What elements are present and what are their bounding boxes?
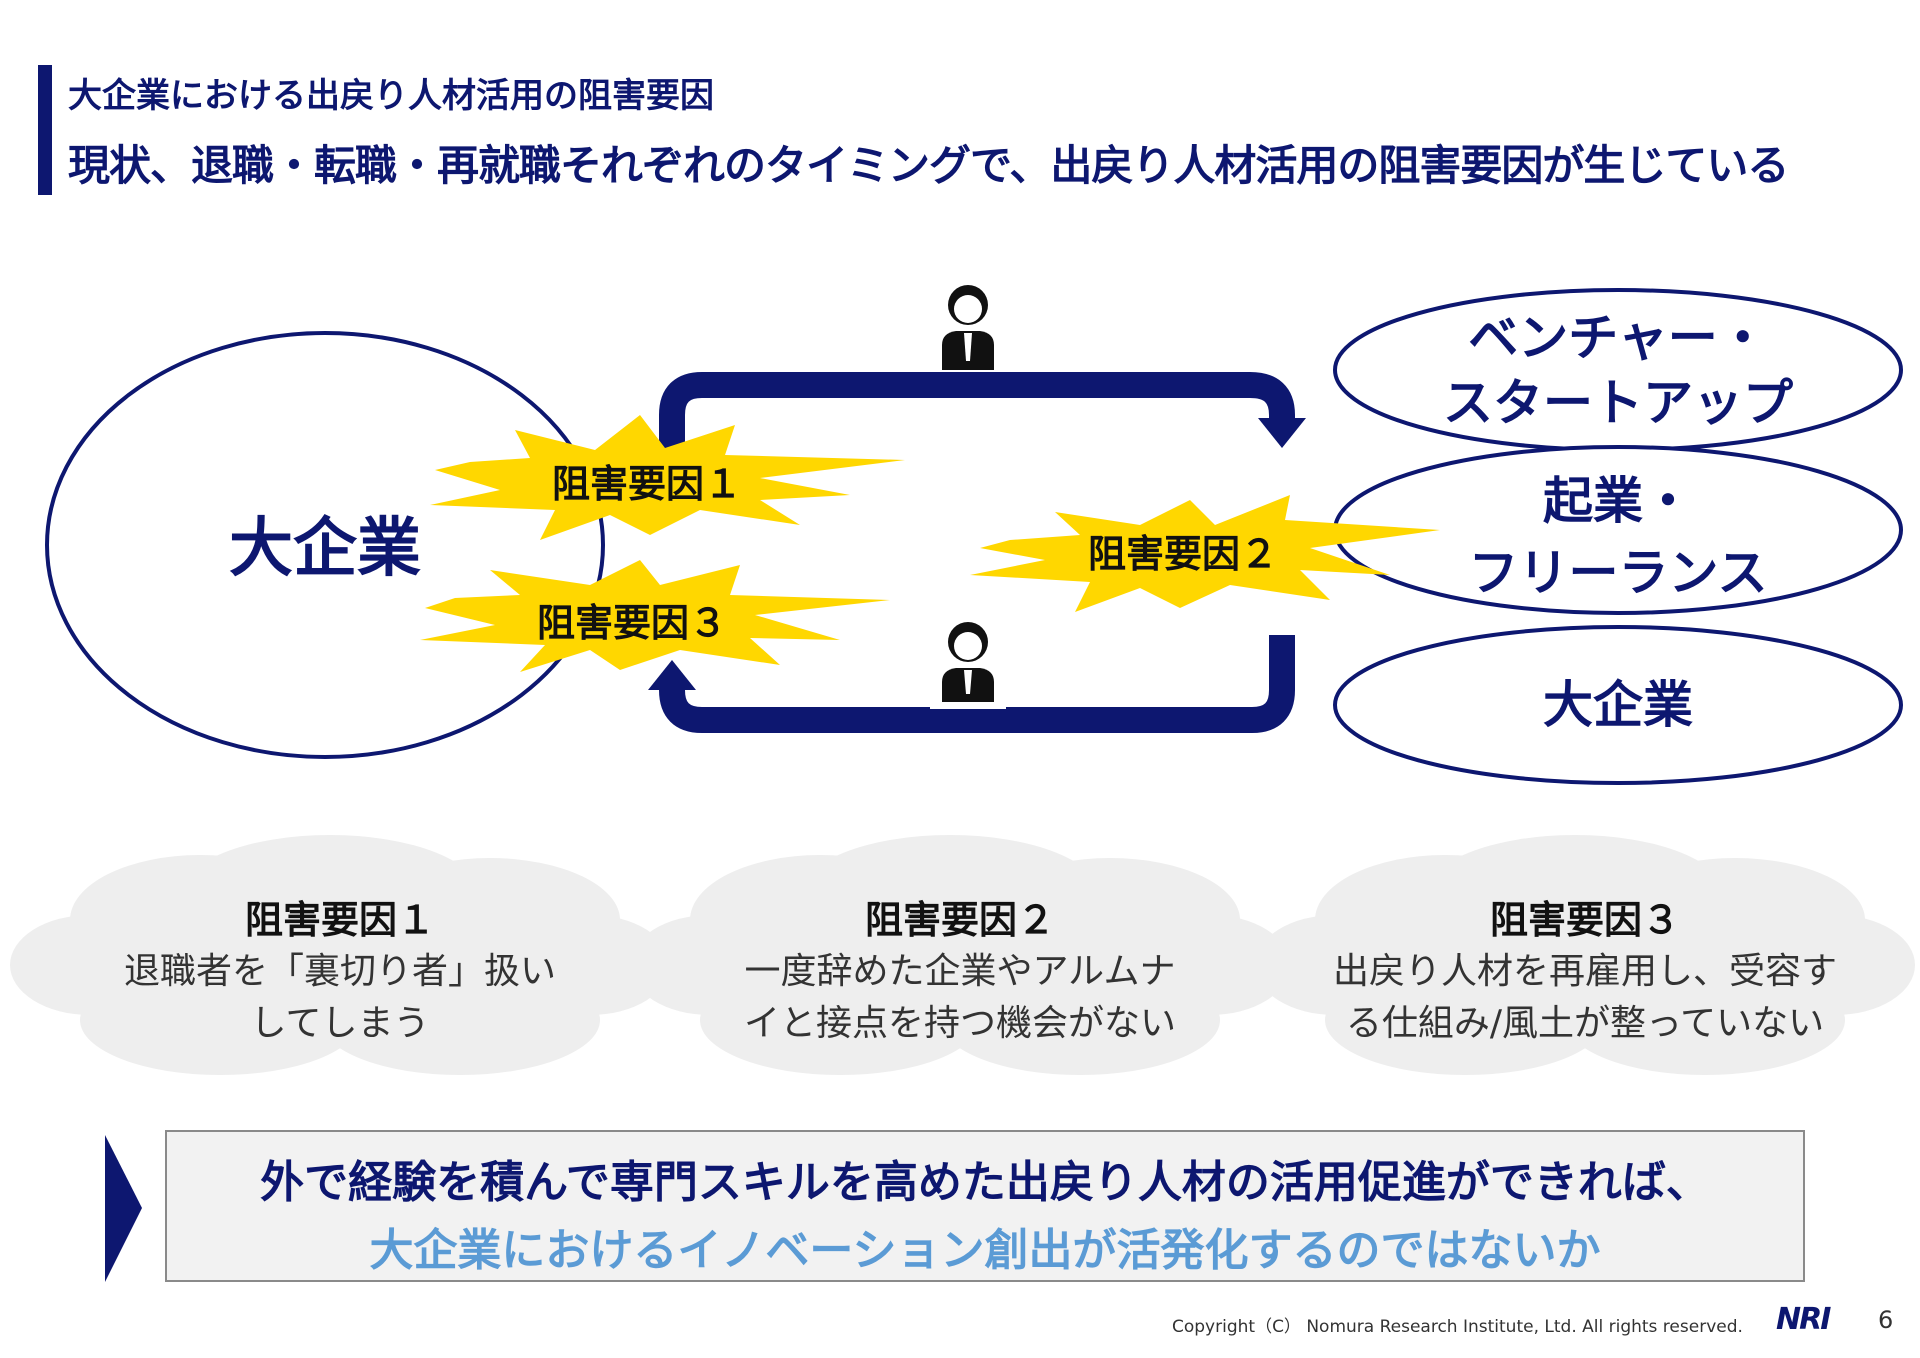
cloud-1-line1: 退職者を「裏切り者」扱い xyxy=(123,951,556,992)
burst-3 xyxy=(420,560,890,672)
right-org-3-label: 大企業 xyxy=(1543,676,1693,734)
left-org-label: 大企業 xyxy=(229,512,421,586)
cloud-2-text: 阻害要因２ 一度辞めた企業やアルムナ イと接点を持つ機会がない xyxy=(690,894,1230,1050)
cloud-1-title: 阻害要因１ xyxy=(244,898,435,942)
burst-2-label: 阻害要因２ xyxy=(1088,532,1278,576)
flow-arrow-top xyxy=(659,372,1295,450)
burst-2 xyxy=(970,495,1440,612)
cloud-1-text: 阻害要因１ 退職者を「裏切り者」扱い してしまう xyxy=(70,894,610,1050)
cloud-3 xyxy=(1255,835,1915,1075)
flow-arrow-top-head xyxy=(1258,418,1306,448)
conclusion-box: 外で経験を積んで専門スキルを高めた出戻り人材の活用促進ができれば、 大企業におけ… xyxy=(165,1130,1805,1282)
conclusion-line-2: 大企業におけるイノベーション創出が活発化するのではないか xyxy=(369,1225,1601,1276)
cloud-3-title: 阻害要因３ xyxy=(1489,898,1680,942)
cloud-2-title: 阻害要因２ xyxy=(864,898,1055,942)
burst-1 xyxy=(430,415,905,540)
slide-title: 現状、退職・転職・再就職それぞれのタイミングで、出戻り人材活用の阻害要因が生じて… xyxy=(68,141,1789,190)
copyright-text: Copyright（C） Nomura Research Institute, … xyxy=(1172,1317,1743,1337)
flow-arrow-bottom-head xyxy=(648,660,696,690)
slide-subtitle: 大企業における出戻り人材活用の阻害要因 xyxy=(68,76,714,116)
cloud-3-line2: る仕組み/風土が整っていない xyxy=(1345,1003,1825,1044)
cloud-2-line2: イと接点を持つ機会がない xyxy=(743,1003,1176,1044)
flow-arrow-bottom xyxy=(659,635,1295,733)
header-accent-bar xyxy=(38,65,52,195)
cloud-2-line1: 一度辞めた企業やアルムナ xyxy=(744,951,1176,992)
cloud-1 xyxy=(10,835,670,1075)
conclusion-line-1: 外で経験を積んで専門スキルを高めた出戻り人材の活用促進ができれば、 xyxy=(260,1157,1710,1208)
left-org-ellipse xyxy=(45,331,605,759)
right-org-2-line2: フリーランス xyxy=(1469,544,1768,602)
right-org-2-line1: 起業・ xyxy=(1543,472,1693,530)
person-icon xyxy=(930,617,1006,709)
cloud-3-text: 阻害要因３ 出戻り人材を再雇用し、受容す る仕組み/風土が整っていない xyxy=(1300,894,1870,1050)
chevron-right-icon-fill xyxy=(105,1135,142,1282)
cloud-2 xyxy=(630,835,1290,1075)
person-icon xyxy=(930,280,1006,372)
right-org-1-line1: ベンチャー・ xyxy=(1468,309,1768,367)
nri-logo: NRI xyxy=(1776,1302,1831,1337)
cloud-1-line2: してしまう xyxy=(250,1003,430,1044)
burst-1-label: 阻害要因１ xyxy=(552,462,742,506)
right-org-ellipse-large xyxy=(1333,625,1903,785)
right-org-1-line2: スタートアップ xyxy=(1443,374,1793,432)
page-number: 6 xyxy=(1878,1306,1894,1334)
cloud-3-line1: 出戻り人材を再雇用し、受容す xyxy=(1332,951,1837,992)
burst-3-label: 阻害要因３ xyxy=(537,601,727,645)
